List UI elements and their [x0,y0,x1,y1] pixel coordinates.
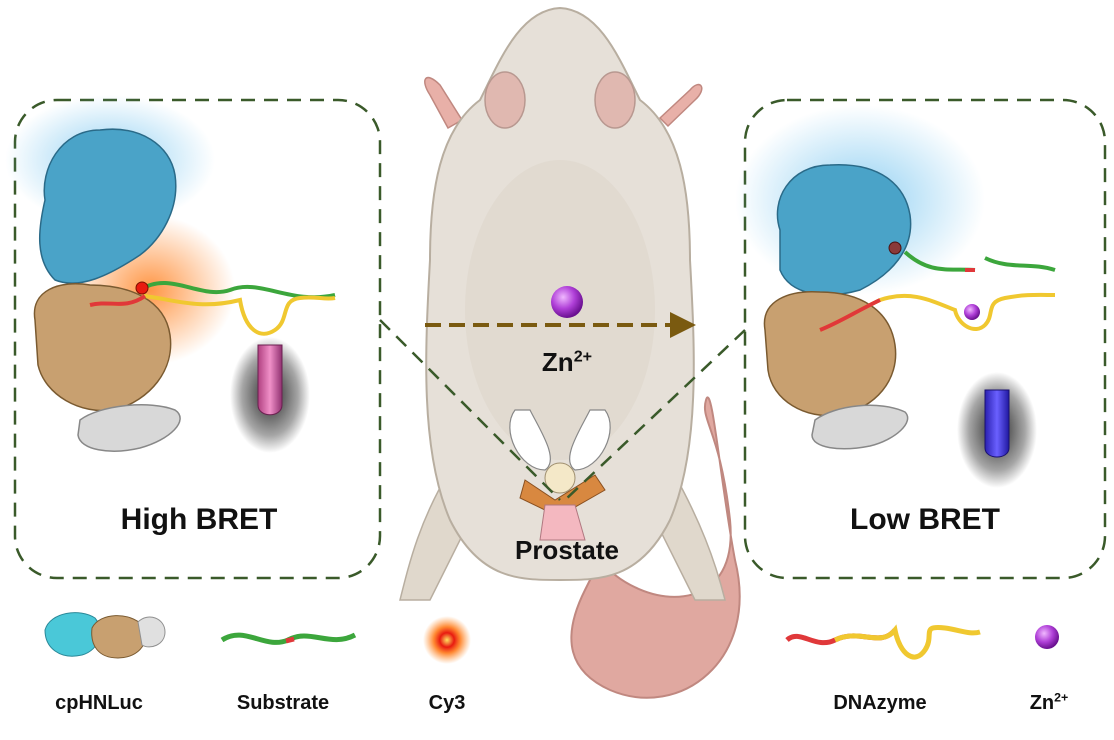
right-grey-domain [811,404,909,450]
left-vial [230,337,310,453]
legend-icon-substrate [220,632,357,645]
legend-icon-cy3 [423,616,471,664]
legend-label-dnazyme: DNAzyme [833,692,927,714]
right-cleaved-substrate-b [984,256,1056,272]
legend-zinc-charge: 2+ [1054,690,1069,705]
left-substrate-strand [138,280,336,300]
left-luciferase-complex [5,95,336,452]
mouse-tail [570,396,741,699]
left-grey-domain [77,404,181,452]
low-bret-label: Low BRET [850,503,1000,536]
right-zinc-ion [964,304,980,320]
legend-icon-dnazyme [785,624,981,660]
center-zinc-ion [551,286,583,318]
left-cy3-dot [135,281,149,295]
right-panel-frame [743,98,1107,580]
right-luciferase-complex [735,105,1056,450]
prostate-label: Prostate [514,535,620,565]
legend-label-cy3: Cy3 [428,692,466,714]
legend-label-cphnluc: cpHNLuc [55,692,143,714]
reaction-arrow-head [670,312,696,338]
mouse-right-paw [658,83,703,128]
arrow-ion-base: Zn [541,347,574,377]
right-tan-domain [763,291,897,417]
arrow-ion-charge: 2+ [573,347,593,366]
arrow-ion-label: Zn2+ [542,347,592,378]
right-quencher-dot [888,241,902,255]
left-panel-frame [13,98,382,580]
mouse-left-paw [424,76,464,130]
legend-icon-cphnluc [44,612,166,659]
mouse-right-ear [594,71,636,129]
left-zoom-line [379,319,561,501]
right-vial [957,372,1037,488]
legend-zinc-base: Zn [1029,692,1055,714]
legend-label-substrate: Substrate [236,692,330,714]
legend-icon-zinc [1035,625,1059,649]
left-blue-domain [38,128,177,284]
legend-label-zinc: Zn2+ [1029,690,1069,715]
right-zoom-line [564,329,746,501]
high-bret-label: High BRET [120,503,278,536]
mouse-left-ear [484,71,526,129]
prostate-organ [509,409,611,541]
left-tan-domain [33,283,172,412]
